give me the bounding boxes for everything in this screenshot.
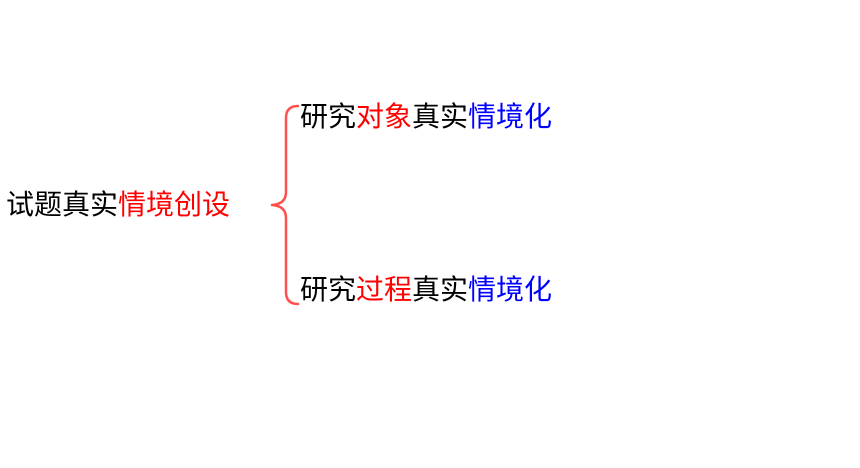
branch-1-object: 对象 — [356, 100, 413, 133]
branch-2-research: 研究 — [300, 273, 357, 306]
branch-research-object: 研究对象真实情境化 — [300, 100, 552, 134]
branch-research-process: 研究过程真实情境化 — [300, 273, 552, 307]
root-topic-prefix: 试题真实 — [6, 188, 119, 221]
branch-2-process: 过程 — [356, 273, 413, 306]
branch-1-contextualized: 情境化 — [468, 100, 553, 133]
curly-brace — [270, 104, 300, 306]
branch-2-contextualized: 情境化 — [468, 273, 553, 306]
branch-1-research: 研究 — [300, 100, 357, 133]
root-topic-highlight: 情境创设 — [118, 188, 231, 221]
branch-1-real: 真实 — [412, 100, 469, 133]
branch-2-real: 真实 — [412, 273, 469, 306]
root-topic: 试题真实情境创设 — [6, 188, 230, 222]
